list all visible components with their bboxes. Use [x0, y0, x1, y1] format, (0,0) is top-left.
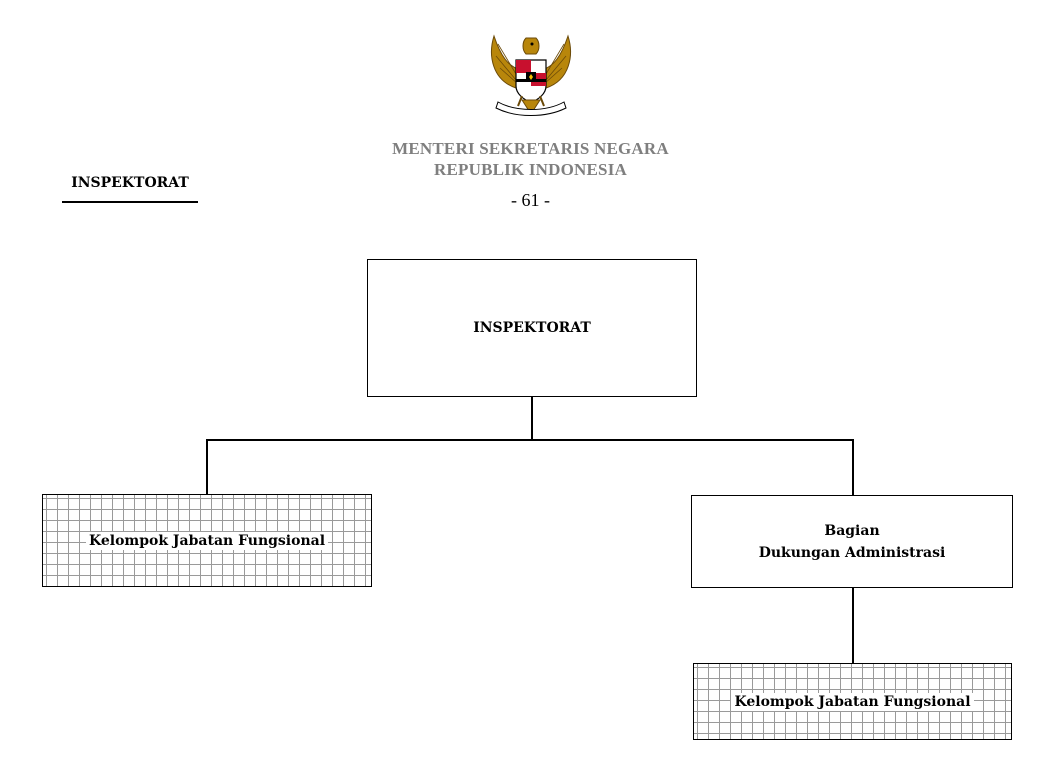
- ministry-title-line2: REPUBLIK INDONESIA: [434, 160, 627, 179]
- garuda-pancasila-emblem-icon: [486, 30, 576, 122]
- org-unit-inspektorat: INSPEKTORAT: [367, 259, 697, 397]
- document-heading: INSPEKTORAT: [62, 175, 198, 203]
- org-unit-label: INSPEKTORAT: [473, 320, 591, 336]
- org-unit-label: Kelompok Jabatan Fungsional: [85, 531, 329, 550]
- ministry-title-line1: MENTERI SEKRETARIS NEGARA: [392, 139, 669, 158]
- org-unit-label-line1: Bagian: [824, 522, 880, 539]
- page-number: - 61 -: [511, 190, 550, 210]
- org-unit-label: Kelompok Jabatan Fungsional: [731, 692, 974, 711]
- connector-line: [206, 439, 208, 495]
- org-unit-administrative-support: Bagian Dukungan Administrasi: [691, 495, 1013, 588]
- org-unit-functional-group-right: Kelompok Jabatan Fungsional: [693, 663, 1012, 740]
- connector-line: [852, 439, 854, 495]
- connector-line: [531, 397, 533, 440]
- org-unit-label-line2: Dukungan Administrasi: [758, 544, 946, 561]
- connector-line: [852, 588, 854, 663]
- connector-line: [206, 439, 853, 441]
- org-unit-functional-group-left: Kelompok Jabatan Fungsional: [42, 494, 372, 587]
